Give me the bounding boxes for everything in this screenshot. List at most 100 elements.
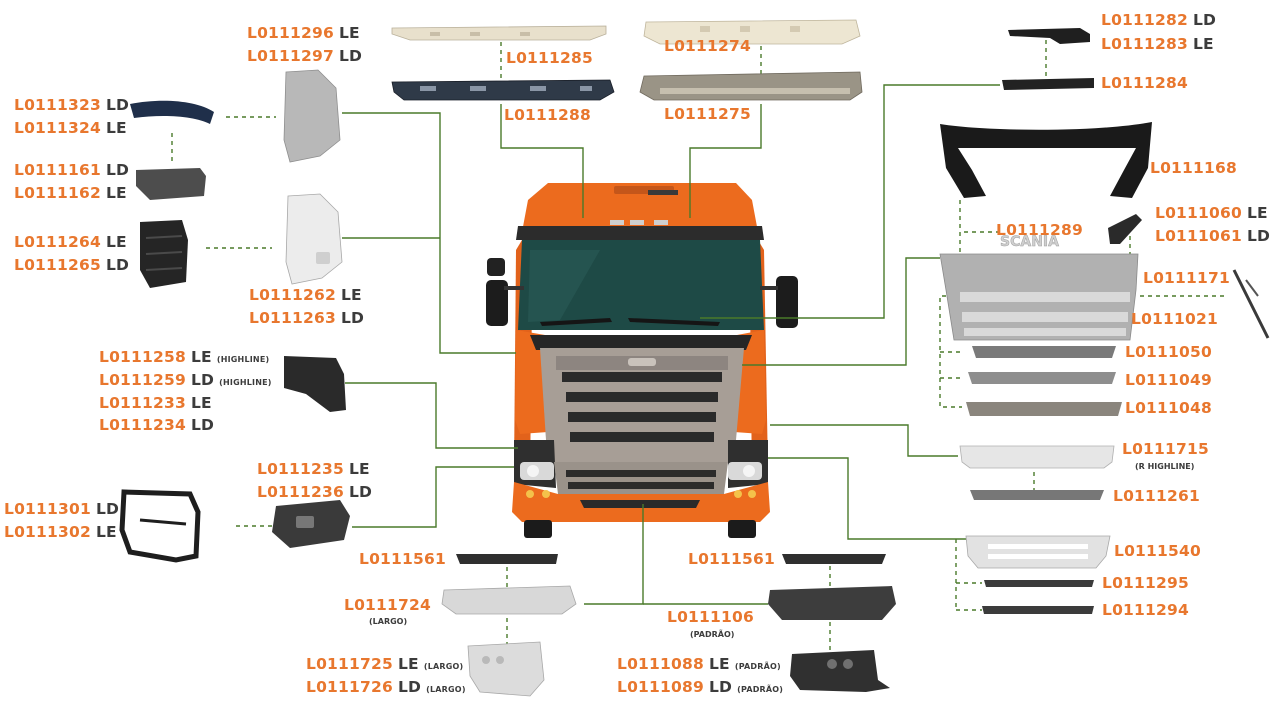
part-l0111296 bbox=[283, 69, 341, 163]
variant-note: (LARGO) bbox=[426, 685, 466, 694]
part-code: L0111264 bbox=[14, 233, 101, 251]
dashed-connectors bbox=[171, 38, 1226, 654]
part-l0111561-right bbox=[782, 554, 886, 564]
side-code: LD bbox=[1246, 227, 1271, 245]
part-l0111261 bbox=[970, 490, 1104, 500]
label-l0111540: L0111540 bbox=[1114, 540, 1201, 563]
side-code: LD bbox=[190, 416, 215, 434]
part-l0111289: SCANIA bbox=[1000, 234, 1060, 251]
side-code: LE bbox=[340, 286, 362, 304]
part-code: L0111324 bbox=[14, 119, 101, 137]
part-code: L0111289 bbox=[996, 221, 1083, 239]
part-code: L0111235 bbox=[257, 460, 344, 478]
part-l0111264 bbox=[140, 220, 188, 288]
part-code: L0111162 bbox=[14, 184, 101, 202]
part-code: L0111234 bbox=[99, 416, 186, 434]
part-code: L0111297 bbox=[247, 47, 334, 65]
part-code: L0111715 bbox=[1122, 440, 1209, 458]
part-l0111235 bbox=[272, 500, 350, 548]
part-code: L0111283 bbox=[1101, 35, 1188, 53]
part-code: L0111275 bbox=[664, 105, 751, 123]
label-l0111274: L0111274 bbox=[664, 35, 751, 58]
part-l0111275 bbox=[639, 71, 863, 101]
part-l0111282 bbox=[1008, 28, 1090, 44]
label-l0111561-right: L0111561 bbox=[688, 548, 775, 571]
label-l0111724: L0111724 bbox=[344, 594, 431, 617]
part-code: L0111049 bbox=[1125, 371, 1212, 389]
label-l0111261: L0111261 bbox=[1113, 485, 1200, 508]
part-l0111168 bbox=[940, 122, 1152, 198]
side-code: LD bbox=[338, 47, 363, 65]
side-code: LE bbox=[105, 184, 127, 202]
variant-note: (PADRÃO) bbox=[734, 662, 781, 671]
part-code: L0111021 bbox=[1131, 310, 1218, 328]
sublabel-padrao: (PADRÃO) bbox=[690, 630, 735, 639]
side-code: LE bbox=[397, 655, 419, 673]
label-l0111715: L0111715 bbox=[1122, 438, 1209, 461]
side-code: LD bbox=[95, 500, 120, 518]
part-code: L0111233 bbox=[99, 394, 186, 412]
part-code: L0111168 bbox=[1150, 159, 1237, 177]
part-l0111715 bbox=[959, 445, 1115, 469]
label-l0111295: L0111295 bbox=[1102, 572, 1189, 595]
label-l0111294: L0111294 bbox=[1102, 599, 1189, 622]
label-l0111285: L0111285 bbox=[506, 47, 593, 70]
part-l0111540 bbox=[965, 535, 1111, 569]
part-code: L0111323 bbox=[14, 96, 101, 114]
part-code: L0111171 bbox=[1143, 269, 1230, 287]
variant-note: (HIGHLINE) bbox=[216, 355, 270, 364]
part-code: L0111259 bbox=[99, 371, 186, 389]
label-l0111171: L0111171 bbox=[1143, 267, 1230, 290]
part-code: L0111060 bbox=[1155, 204, 1242, 222]
part-l0111049 bbox=[968, 372, 1116, 384]
part-code: L0111561 bbox=[359, 550, 446, 568]
part-l0111561-left bbox=[456, 554, 558, 564]
label-l0111106: L0111106 bbox=[667, 606, 754, 629]
part-code: L0111263 bbox=[249, 309, 336, 327]
side-code: LD bbox=[190, 371, 215, 389]
part-l0111060 bbox=[1108, 214, 1142, 244]
label-l0111275: L0111275 bbox=[664, 103, 751, 126]
part-l0111725 bbox=[467, 641, 545, 697]
part-code: L0111285 bbox=[506, 49, 593, 67]
part-code: L0111295 bbox=[1102, 574, 1189, 592]
side-code: LD bbox=[708, 678, 733, 696]
side-code: LE bbox=[105, 233, 127, 251]
part-code: L0111089 bbox=[617, 678, 704, 696]
part-l0111171 bbox=[1232, 269, 1270, 339]
part-l0111274 bbox=[643, 19, 861, 45]
part-l0111161 bbox=[136, 168, 206, 200]
side-code: LE bbox=[338, 24, 360, 42]
part-l0111050 bbox=[972, 346, 1116, 358]
scania-logo: SCANIA bbox=[1000, 234, 1059, 250]
side-code: LE bbox=[105, 119, 127, 137]
connector-lines bbox=[342, 84, 1000, 605]
label-l0111168: L0111168 bbox=[1150, 157, 1237, 180]
part-code: L0111288 bbox=[504, 106, 591, 124]
truck-cab bbox=[486, 183, 798, 538]
variant-note: (PADRÃO) bbox=[737, 685, 784, 694]
part-code: L0111725 bbox=[306, 655, 393, 673]
part-code: L0111294 bbox=[1102, 601, 1189, 619]
part-l0111301 bbox=[119, 489, 201, 563]
side-code: LE bbox=[1192, 35, 1214, 53]
part-l0111284 bbox=[1002, 78, 1094, 90]
part-code: L0111236 bbox=[257, 483, 344, 501]
side-code: LE bbox=[190, 348, 212, 366]
